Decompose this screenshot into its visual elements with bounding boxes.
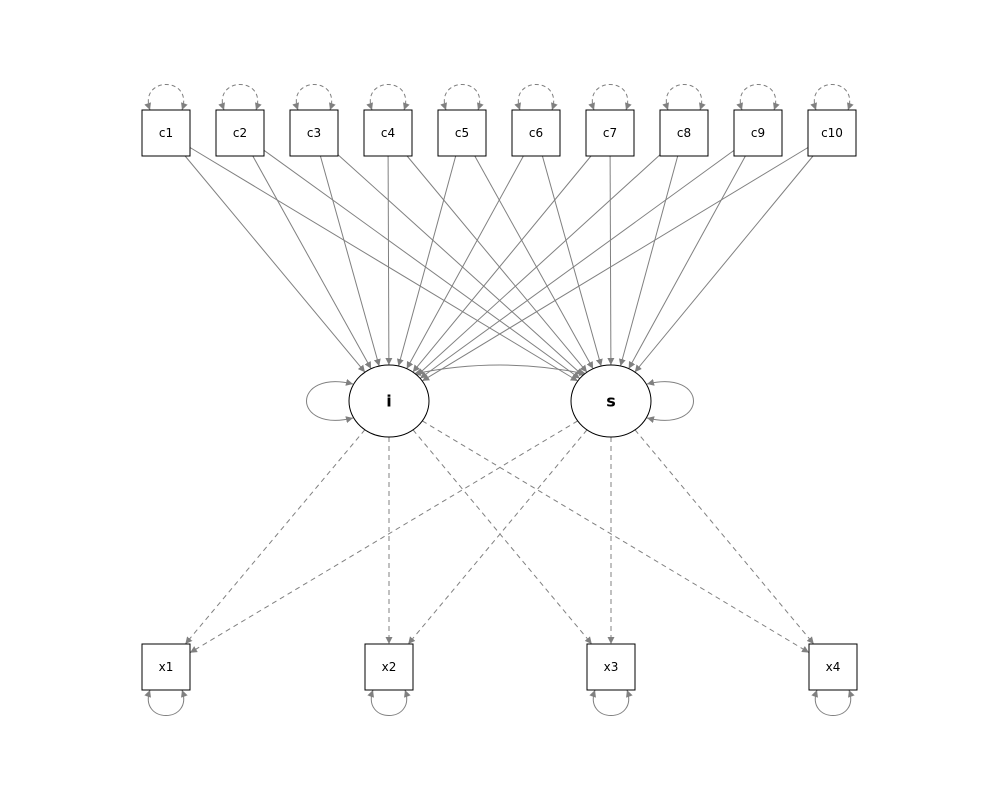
node-label-i: i: [386, 392, 391, 411]
node-c4: c4: [363, 109, 413, 157]
regression-path-c4-s: [406, 155, 588, 373]
regression-path-c7-i: [412, 155, 592, 373]
variance-loop-c4: [366, 84, 410, 111]
node-s: s: [570, 364, 652, 438]
edges-layer: [144, 84, 855, 716]
regression-path-c2-s: [263, 149, 581, 379]
node-label-c6: c6: [529, 126, 543, 140]
regression-path-c1-s: [189, 147, 579, 382]
observed-box-c3: [289, 109, 339, 157]
observed-box-x3: [586, 643, 636, 691]
variance-loop-c2: [218, 84, 262, 111]
node-i: i: [348, 364, 430, 438]
loading-path-s-x2: [407, 429, 588, 645]
node-c10: c10: [807, 109, 857, 157]
latent-ellipse-i: [348, 364, 430, 438]
variance-loop-c7: [588, 84, 632, 111]
node-x4: x4: [808, 643, 858, 691]
regression-path-c6-i: [406, 155, 524, 369]
variance-loop-x1: [144, 689, 188, 716]
regression-path-c1-i: [184, 155, 366, 373]
variance-loop-c9: [736, 84, 780, 111]
observed-box-c8: [659, 109, 709, 157]
node-c9: c9: [733, 109, 783, 157]
observed-box-x4: [808, 643, 858, 691]
loading-path-i-x4: [422, 420, 810, 654]
node-label-x2: x2: [382, 660, 397, 674]
regression-path-c7-s: [607, 155, 615, 366]
loading-path-i-x3: [412, 429, 593, 645]
regression-path-c3-s: [337, 154, 584, 376]
node-label-x4: x4: [826, 660, 841, 674]
regression-path-c9-i: [419, 149, 735, 379]
node-label-x3: x3: [604, 660, 619, 674]
node-label-c8: c8: [677, 126, 691, 140]
observed-box-c9: [733, 109, 783, 157]
observed-box-x1: [141, 643, 191, 691]
covariance-i-s: [413, 364, 587, 376]
regression-path-c3-i: [319, 155, 381, 367]
node-c1: c1: [141, 109, 191, 157]
observed-box-c7: [585, 109, 635, 157]
node-label-s: s: [606, 392, 616, 411]
observed-box-c6: [511, 109, 561, 157]
observed-box-c2: [215, 109, 265, 157]
regression-path-c9-s: [628, 155, 746, 369]
node-c8: c8: [659, 109, 709, 157]
observed-box-x2: [364, 643, 414, 691]
node-c7: c7: [585, 109, 635, 157]
variance-loop-s: [646, 378, 694, 424]
node-c3: c3: [289, 109, 339, 157]
variance-loop-c10: [810, 84, 854, 111]
observed-box-c4: [363, 109, 413, 157]
variance-loop-x4: [811, 689, 855, 716]
node-c2: c2: [215, 109, 265, 157]
regression-path-c5-s: [474, 155, 594, 370]
node-x1: x1: [141, 643, 191, 691]
loading-path-s-x4: [634, 429, 815, 645]
variance-loop-i: [306, 378, 354, 424]
regression-path-c5-i: [396, 155, 457, 367]
latent-ellipse-s: [570, 364, 652, 438]
regression-path-c4-i: [385, 155, 393, 366]
variance-loop-x3: [589, 689, 633, 716]
node-label-c5: c5: [455, 126, 469, 140]
node-label-c1: c1: [159, 126, 173, 140]
node-x2: x2: [364, 643, 414, 691]
observed-box-c10: [807, 109, 857, 157]
loading-path-i-x1: [184, 429, 366, 645]
node-x3: x3: [586, 643, 636, 691]
node-label-c7: c7: [603, 126, 617, 140]
node-label-c2: c2: [233, 126, 247, 140]
node-label-c9: c9: [751, 126, 765, 140]
node-label-c4: c4: [381, 126, 395, 140]
regression-path-c8-s: [618, 155, 679, 367]
regression-path-c10-s: [634, 155, 814, 373]
nodes-layer: c1 c2 c3 c4 c5 c6 c7 c8 c9 c10 i s x1 x2 x3 x4: [141, 109, 858, 691]
observed-box-c5: [437, 109, 487, 157]
loading-path-s-x1: [189, 420, 578, 654]
variance-loop-c5: [440, 84, 484, 111]
regression-path-c2-i: [252, 155, 372, 370]
variance-loop-c6: [514, 84, 558, 111]
variance-loop-x2: [367, 689, 411, 716]
variance-loop-c8: [662, 84, 706, 111]
observed-box-c1: [141, 109, 191, 157]
regression-path-c8-i: [416, 154, 661, 376]
variance-loop-c3: [292, 84, 336, 111]
node-c5: c5: [437, 109, 487, 157]
node-c6: c6: [511, 109, 561, 157]
node-label-c3: c3: [307, 126, 321, 140]
variance-loop-c1: [144, 84, 188, 111]
node-label-x1: x1: [159, 660, 174, 674]
regression-path-c10-i: [421, 147, 809, 382]
node-label-c10: c10: [821, 126, 843, 140]
regression-path-c6-s: [541, 155, 603, 367]
